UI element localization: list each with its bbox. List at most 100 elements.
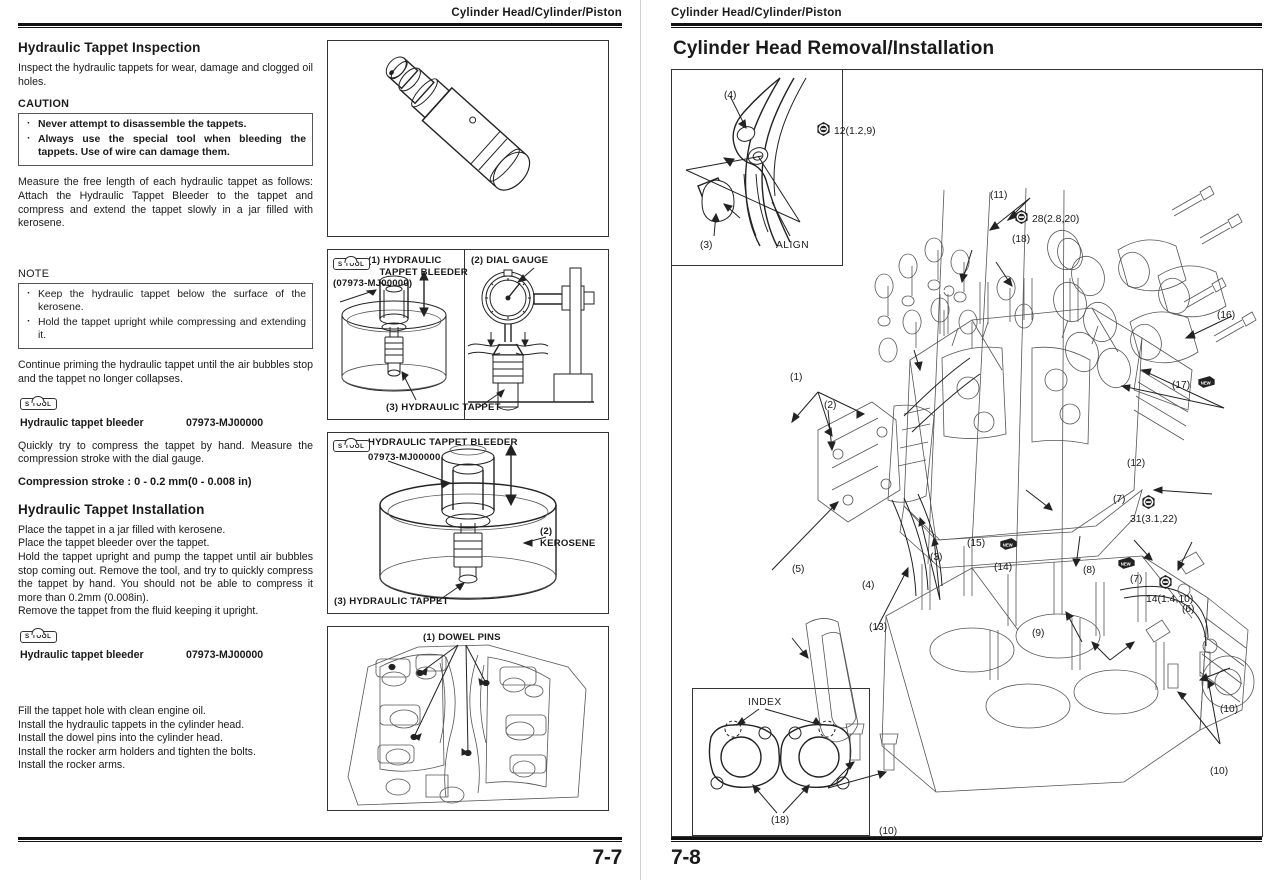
left-foot-rule	[18, 836, 622, 840]
left-page-columns: Hydraulic Tappet Inspection Inspect the …	[18, 40, 622, 811]
tool-number: 07973-MJ00000	[186, 416, 264, 429]
callout-16: (16)	[1217, 310, 1236, 321]
compression-stroke-spec: Compression stroke : 0 - 0.2 mm(0 - 0.00…	[18, 475, 252, 488]
tool-spec-2: Hydraulic tappet bleeder 07973-MJ00000	[20, 649, 313, 661]
inset-callout-3: (3)	[700, 240, 713, 251]
caution-item: Always use the special tool when bleedin…	[23, 132, 306, 160]
torque-nut-icon	[817, 122, 830, 136]
main-exploded-drawing	[771, 185, 1257, 793]
right-head-rule-thin	[671, 27, 1262, 28]
callout-7b: (7)	[1130, 574, 1143, 585]
torque-spec-12: 12(1.2,9)	[834, 126, 876, 137]
torque-spec-28: 28(2.8,20)	[1032, 214, 1080, 225]
callout-3: (3)	[930, 552, 943, 563]
figure4-drawing	[347, 644, 587, 806]
tool-name: Hydraulic tappet bleeder	[20, 648, 144, 661]
callout-7a: (7)	[1113, 494, 1126, 505]
right-foot-rule-thin	[671, 841, 1262, 842]
figure4-label-dowel-pins: (1) DOWEL PINS	[423, 632, 501, 643]
left-foot-rule-thin	[18, 841, 622, 842]
left-head-rule-thin	[18, 27, 622, 28]
callout-10a: (10)	[879, 826, 898, 837]
inset-align-label: ALIGN	[776, 240, 810, 251]
figure2-label-bleeder-number: (07973-MJ00000)	[333, 278, 413, 289]
torque-nut-icon	[1142, 495, 1155, 509]
right-footer: 7-8	[671, 836, 1262, 871]
figure-bleeder-and-dial-gauge: S TOOL (1) HYDRAULIC TAPPET BLEEDER (079…	[327, 249, 609, 420]
figure2-label-bleeder: (1) HYDRAULIC TAPPET BLEEDER	[368, 255, 468, 278]
special-tool-icon: S TOOL	[20, 630, 57, 643]
svg-text:NEW: NEW	[1121, 561, 1132, 566]
note-item: Hold the tappet upright while compressin…	[23, 315, 306, 343]
tool-number: 07973-MJ00000	[186, 648, 264, 661]
callout-6: (6)	[1182, 604, 1195, 615]
callout-17: (17)	[1172, 380, 1191, 391]
index-callout-18: (18)	[771, 815, 790, 826]
figure-hydraulic-tappet	[327, 40, 609, 237]
torque-spec-14: 14(1.4,10)	[1146, 594, 1194, 605]
figure2-label-dial-gauge: (2) DIAL GAUGE	[471, 255, 549, 266]
tappet-drawing	[385, 56, 531, 191]
svg-text:NEW: NEW	[1003, 542, 1014, 547]
new-part-tag-icon: NEW	[1198, 376, 1215, 388]
right-foot-rule	[671, 836, 1262, 840]
left-running-head: Cylinder Head/Cylinder/Piston	[18, 0, 622, 28]
torque-nut-icon	[1015, 210, 1028, 224]
figure-tappet-in-kerosene: S TOOL HYDRAULIC TAPPET BLEEDER 07973-MJ…	[327, 432, 609, 614]
figure3-label-kerosene: (2) KEROSENE	[540, 526, 596, 549]
special-tool-icon: S TOOL	[333, 258, 370, 270]
installation-paragraph: Place the tappet in a jar filled with ke…	[18, 523, 313, 618]
priming-paragraph: Continue priming the hydraulic tappet un…	[18, 359, 313, 385]
note-item: Keep the hydraulic tappet below the surf…	[23, 287, 306, 315]
figure3-label-title: HYDRAULIC TAPPET BLEEDER	[368, 437, 518, 448]
index-label: INDEX	[748, 697, 782, 708]
figure-dowel-pins: (1) DOWEL PINS	[327, 626, 609, 811]
torque-nut-icon	[1159, 575, 1172, 589]
right-page-number: 7-8	[671, 846, 701, 869]
measure-paragraph: Measure the free length of each hydrauli…	[18, 176, 313, 230]
inset-align-detail: (4) (3) ALIGN	[672, 70, 843, 266]
figure2-label-hydraulic-tappet: (3) HYDRAULIC TAPPET	[386, 402, 501, 413]
figure3-label-number: 07973-MJ00000	[368, 452, 441, 463]
caution-box: Never attempt to disassemble the tappets…	[18, 113, 313, 167]
left-running-head-text: Cylinder Head/Cylinder/Piston	[451, 7, 622, 19]
right-head-rule	[671, 23, 1262, 26]
installation-heading: Hydraulic Tappet Installation	[18, 501, 205, 517]
compress-paragraph: Quickly try to compress the tappet by ha…	[18, 439, 313, 466]
callout-2: (2)	[824, 400, 837, 411]
inset-index-gaskets: INDEX (18)	[692, 688, 870, 836]
final-steps-paragraph: Fill the tappet hole with clean engine o…	[18, 704, 256, 772]
torque-spec-31: 31(3.1,22)	[1130, 514, 1178, 525]
page-title: Cylinder Head Removal/Installation	[673, 38, 995, 59]
callout-18: (18)	[1012, 234, 1031, 245]
special-tool-icon: S TOOL	[20, 398, 57, 411]
left-footer: 7-7	[18, 836, 623, 871]
inset-drawing	[685, 77, 807, 247]
special-tool-badge-row-1: S TOOL	[20, 396, 313, 414]
new-part-tag-icon: NEW	[1118, 557, 1135, 569]
inset-callout-4: (4)	[724, 90, 737, 101]
new-part-tag-icon: NEW	[1000, 538, 1017, 550]
note-label: NOTE	[18, 267, 50, 280]
special-tool-badge-row-2: S TOOL	[20, 628, 313, 646]
svg-text:NEW: NEW	[1201, 380, 1212, 385]
callout-15: (15)	[967, 538, 986, 549]
callout-11: (11)	[990, 190, 1008, 201]
left-text-column: Hydraulic Tappet Inspection Inspect the …	[18, 40, 313, 811]
callout-1: (1)	[790, 372, 803, 383]
index-gaskets-drawing	[708, 708, 852, 814]
left-page: Cylinder Head/Cylinder/Piston Hydraulic …	[0, 0, 640, 880]
callout-9: (9)	[1032, 628, 1045, 639]
figure3-label-hydraulic-tappet: (3) HYDRAULIC TAPPET	[334, 596, 449, 607]
exploded-view-diagram: (4) (3) ALIGN	[671, 69, 1263, 837]
figure3-drawing	[379, 443, 557, 602]
callout-14: (14)	[994, 562, 1013, 573]
callout-5: (5)	[792, 564, 805, 575]
caution-item: Never attempt to disassemble the tappets…	[23, 117, 306, 131]
callout-10c: (10)	[1210, 766, 1229, 777]
callout-12: (12)	[1127, 458, 1146, 469]
left-page-number: 7-7	[592, 846, 623, 869]
left-head-rule	[18, 23, 622, 26]
left-figure-column: S TOOL (1) HYDRAULIC TAPPET BLEEDER (079…	[327, 40, 609, 811]
